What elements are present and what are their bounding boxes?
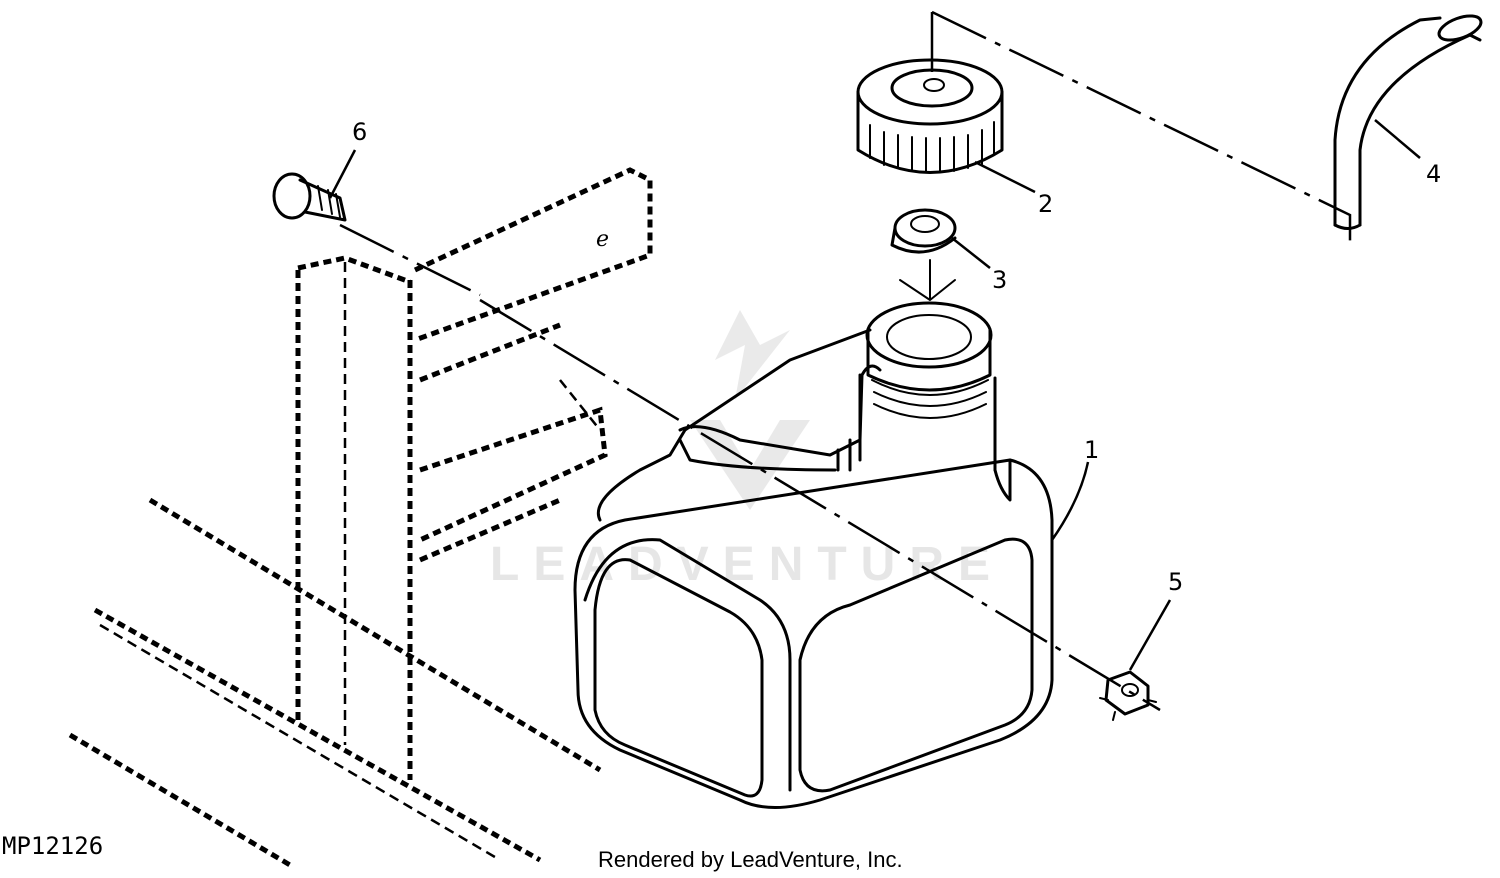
hose-part-4[interactable]	[1333, 11, 1484, 230]
fuel-tank-part-1[interactable]	[573, 259, 1054, 809]
nut-part-5[interactable]	[1099, 670, 1157, 721]
fuel-cap-part-2[interactable]	[856, 58, 1004, 174]
figure-code: MP12126	[2, 832, 103, 860]
callout-5: 5	[1168, 568, 1183, 596]
frame-post	[295, 255, 413, 780]
callout-2: 2	[1038, 190, 1053, 218]
assembly-lines	[339, 10, 1352, 712]
callout-4: 4	[1426, 160, 1441, 188]
svg-text:e: e	[596, 227, 609, 252]
callout-1: 1	[1084, 436, 1099, 464]
frame-rails	[68, 497, 602, 868]
mounting-bracket: e	[413, 167, 653, 563]
callout-6: 6	[352, 118, 367, 146]
gasket-part-3[interactable]	[890, 208, 957, 254]
render-credit: Rendered by LeadVenture, Inc.	[598, 847, 903, 872]
screw-part-6[interactable]	[272, 172, 347, 222]
leader-lines	[328, 119, 1421, 671]
watermark-text: LEADVENTURE	[490, 538, 1004, 591]
callout-3: 3	[992, 266, 1007, 294]
